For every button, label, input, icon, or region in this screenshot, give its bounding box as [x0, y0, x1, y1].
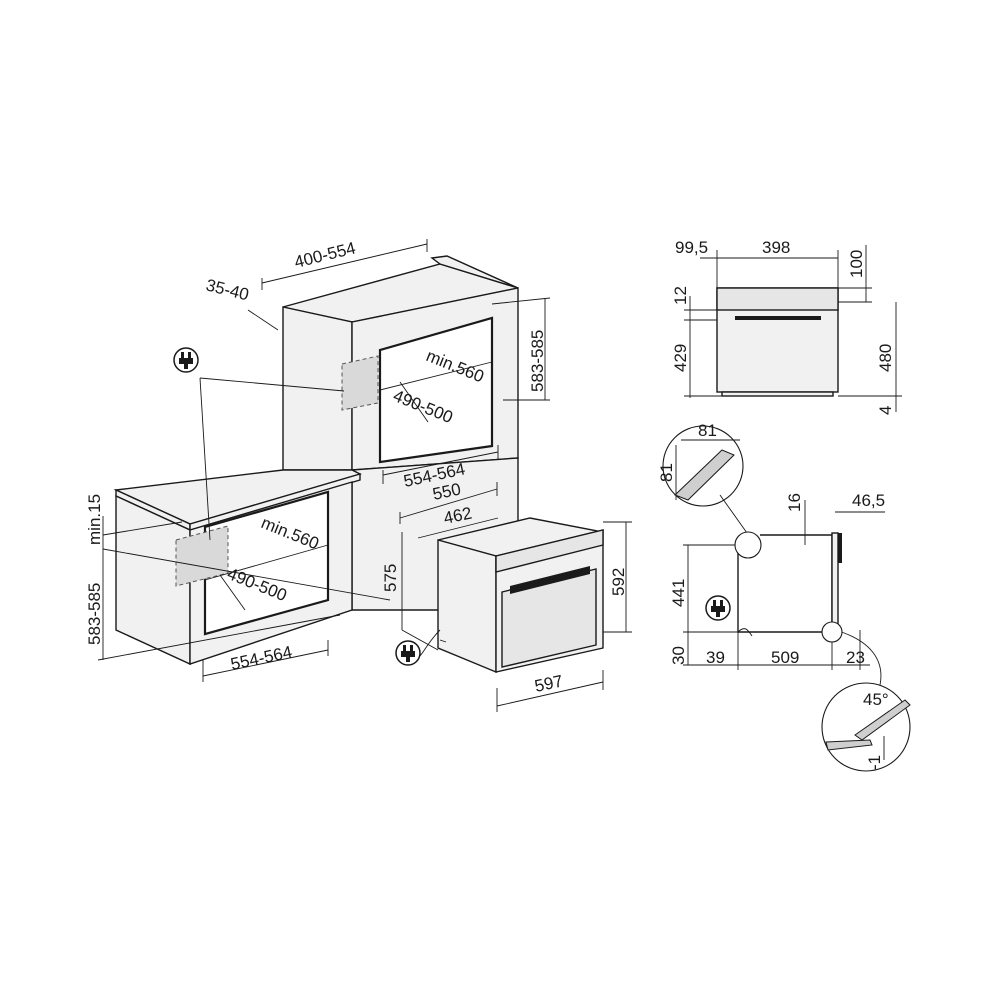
label-99-5: 99,5 — [675, 238, 708, 257]
label-398: 398 — [762, 238, 790, 257]
side-section — [683, 500, 885, 670]
label-100: 100 — [847, 250, 866, 278]
plug-icon — [173, 347, 199, 373]
label-583-585-top: 583-585 — [528, 330, 547, 392]
plug-icon — [705, 595, 731, 621]
label-minus-1: -1 — [865, 755, 884, 770]
label-4: 4 — [876, 406, 895, 415]
plug-icon — [395, 640, 421, 666]
dimension-lines — [97, 239, 632, 712]
label-429: 429 — [671, 344, 690, 372]
label-583-585-left: 583-585 — [85, 583, 104, 645]
label-30: 30 — [669, 646, 688, 665]
label-575: 575 — [381, 564, 400, 592]
label-509: 509 — [771, 648, 799, 667]
label-35-40: 35-40 — [204, 275, 251, 304]
label-441: 441 — [669, 579, 688, 607]
tall-column-cabinet — [282, 255, 519, 611]
label-45-degree: 45° — [863, 690, 889, 709]
label-480: 480 — [876, 344, 895, 372]
label-min15: min.15 — [85, 494, 104, 545]
label-597: 597 — [533, 671, 565, 695]
label-592: 592 — [609, 568, 628, 596]
label-46-5: 46,5 — [852, 491, 885, 510]
label-16: 16 — [785, 493, 804, 512]
label-23: 23 — [846, 648, 865, 667]
base-cabinet — [113, 469, 362, 666]
front-elevation — [684, 245, 902, 412]
label-400-554: 400-554 — [292, 238, 357, 272]
label-12: 12 — [671, 286, 690, 305]
detail-circle-top — [662, 425, 762, 559]
label-39: 39 — [706, 648, 725, 667]
detail-circle-bottom — [821, 621, 911, 772]
label-81-vertical: 81 — [657, 463, 676, 482]
label-81-horizontal: 81 — [698, 421, 717, 440]
oven-perspective — [419, 517, 604, 674]
